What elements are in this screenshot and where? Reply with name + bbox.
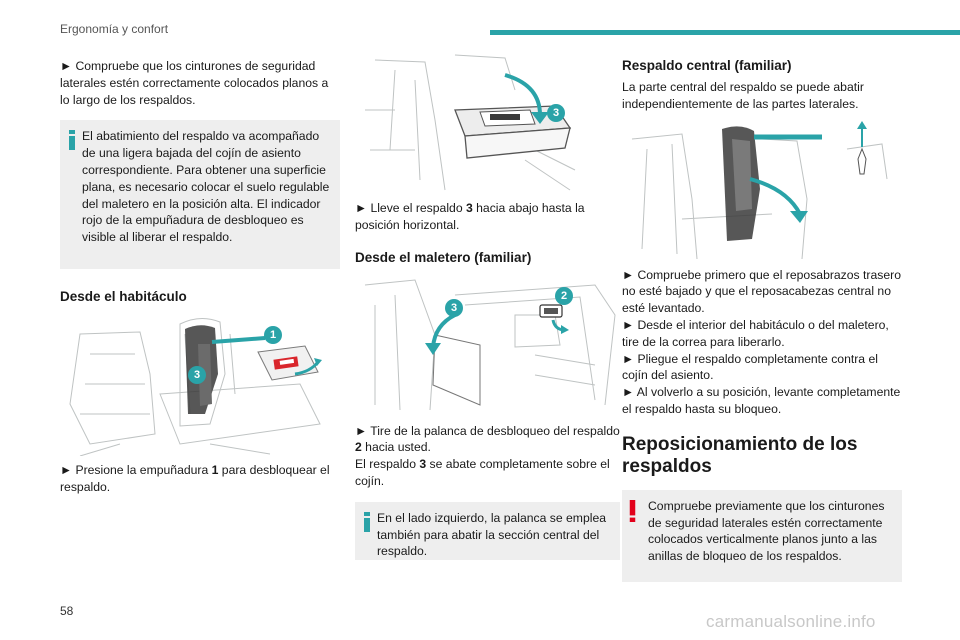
trunk-lever-illustration: 3 2 [355, 275, 620, 417]
badge-3: 3 [445, 298, 463, 317]
warning-note: Compruebe previamente que los cinturones… [622, 489, 902, 582]
trunk-illustration [364, 279, 616, 410]
info-icon [69, 130, 75, 151]
info-note-text: El abatimiento del respaldo va acompañad… [82, 129, 330, 245]
watermark: carmanualsonline.info [706, 612, 876, 631]
warning-note-text: Compruebe previamente que los cinturones… [648, 498, 885, 564]
intro-text: ► Compruebe que los cinturones de seguri… [60, 59, 329, 107]
central-seat-illustration [631, 120, 888, 259]
seat-release-illustration: 1 3 [60, 314, 330, 457]
central-step: ► Desde el interior del habitáculo o del… [622, 317, 889, 349]
central-steps: ► Compruebe primero que el reposabrazos … [622, 267, 902, 418]
central-backrest-illustration [622, 119, 897, 261]
column-3: Respaldo central (familiar) La parte cen… [622, 58, 902, 582]
warning-icon [629, 499, 636, 522]
info-note: El abatimiento del respaldo va acompañad… [60, 120, 340, 270]
header-section-title: Ergonomía y confort [60, 22, 169, 36]
central-intro-text: La parte central del respaldo se puede a… [622, 80, 864, 111]
step-press-handle: ► Presione la empuñadura 1 para desbloqu… [60, 463, 330, 495]
info-note-left-side: En el lado izquierdo, la palanca se empl… [355, 501, 620, 560]
info-icon [364, 511, 370, 532]
heading-reposicionamiento: Reposicionamiento de los respaldos [622, 433, 858, 477]
heading-desde-maletero: Desde el maletero (familiar) [355, 249, 532, 265]
central-step: ► Compruebe primero que el reposabrazos … [622, 267, 901, 316]
central-step: ► Pliegue el respaldo completamente cont… [622, 351, 878, 383]
badge-3: 3 [547, 104, 565, 122]
seat-illustration-1 [69, 318, 322, 457]
step-bring-down-backrest: ► Lleve el respaldo 3 hacia abajo hasta … [355, 201, 585, 232]
heading-desde-habitaculo: Desde el habitáculo [60, 289, 187, 305]
badge-2: 2 [555, 286, 573, 305]
header-accent-bar [490, 30, 960, 35]
column-1: ► Compruebe que los cinturones de seguri… [60, 58, 340, 496]
page-number: 58 [60, 604, 74, 618]
column-2: 3 ► Lleve el respaldo 3 hacia abajo hast… [355, 50, 620, 560]
central-step: ► Al volverlo a su posición, levante com… [622, 385, 901, 416]
badge-1: 1 [264, 326, 282, 345]
heading-respaldo-central: Respaldo central (familiar) [622, 58, 792, 73]
step-pull-lever: ► Tire de la palanca de desbloqueo del r… [355, 423, 620, 488]
seat-illustration-2 [365, 54, 576, 191]
badge-3: 3 [188, 366, 206, 385]
info-note-left-side-text: En el lado izquierdo, la palanca se empl… [377, 510, 607, 559]
seat-fold-illustration: 3 [355, 50, 585, 192]
